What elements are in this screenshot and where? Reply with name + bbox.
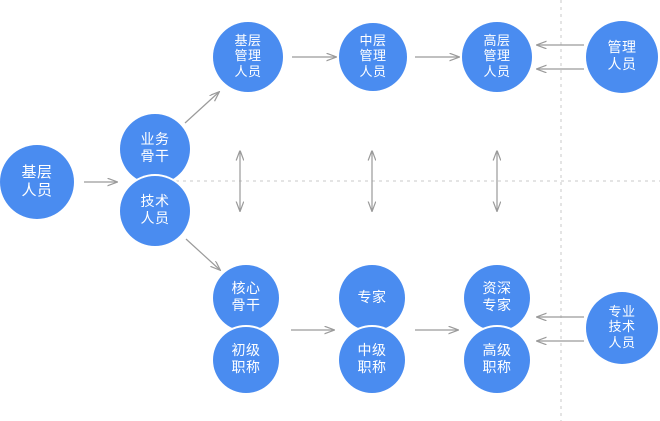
node-label-expert: 专家 (357, 289, 387, 306)
node-technical-staff[interactable]: 技术 人员 (120, 176, 190, 246)
node-business-backbone[interactable]: 业务 骨干 (120, 114, 190, 184)
node-label-base-staff: 基层 人员 (21, 163, 53, 199)
node-junior-title[interactable]: 初级 职称 (213, 327, 279, 393)
node-core-backbone[interactable]: 核心 骨干 (213, 265, 279, 331)
node-senior-expert[interactable]: 资深 专家 (464, 265, 530, 331)
node-label-core-backbone: 核心 骨干 (231, 281, 261, 314)
node-label-senior-expert: 资深 专家 (482, 281, 512, 314)
node-professional-tech[interactable]: 专业 技术 人员 (586, 292, 658, 364)
node-advanced-title[interactable]: 高级 职称 (464, 327, 530, 393)
node-management-staff[interactable]: 管理 人员 (586, 21, 658, 93)
node-label-intermediate-title: 中级 职称 (357, 343, 387, 376)
node-label-technical-staff: 技术 人员 (140, 194, 170, 227)
node-label-advanced-title: 高级 职称 (482, 343, 512, 376)
node-label-middle-manager: 中层 管理 人员 (359, 34, 387, 80)
node-label-junior-title: 初级 职称 (231, 343, 261, 376)
node-base-staff[interactable]: 基层 人员 (0, 145, 74, 219)
node-middle-manager[interactable]: 中层 管理 人员 (339, 23, 407, 91)
node-senior-manager[interactable]: 高层 管理 人员 (462, 22, 532, 92)
node-expert[interactable]: 专家 (339, 265, 405, 331)
node-label-junior-manager: 基层 管理 人员 (234, 34, 262, 80)
node-label-senior-manager: 高层 管理 人员 (483, 34, 511, 80)
node-label-business-backbone: 业务 骨干 (140, 132, 170, 165)
node-label-management-staff: 管理 人员 (607, 40, 637, 73)
node-label-professional-tech: 专业 技术 人员 (608, 305, 636, 351)
node-intermediate-title[interactable]: 中级 职称 (339, 327, 405, 393)
node-junior-manager[interactable]: 基层 管理 人员 (213, 22, 283, 92)
